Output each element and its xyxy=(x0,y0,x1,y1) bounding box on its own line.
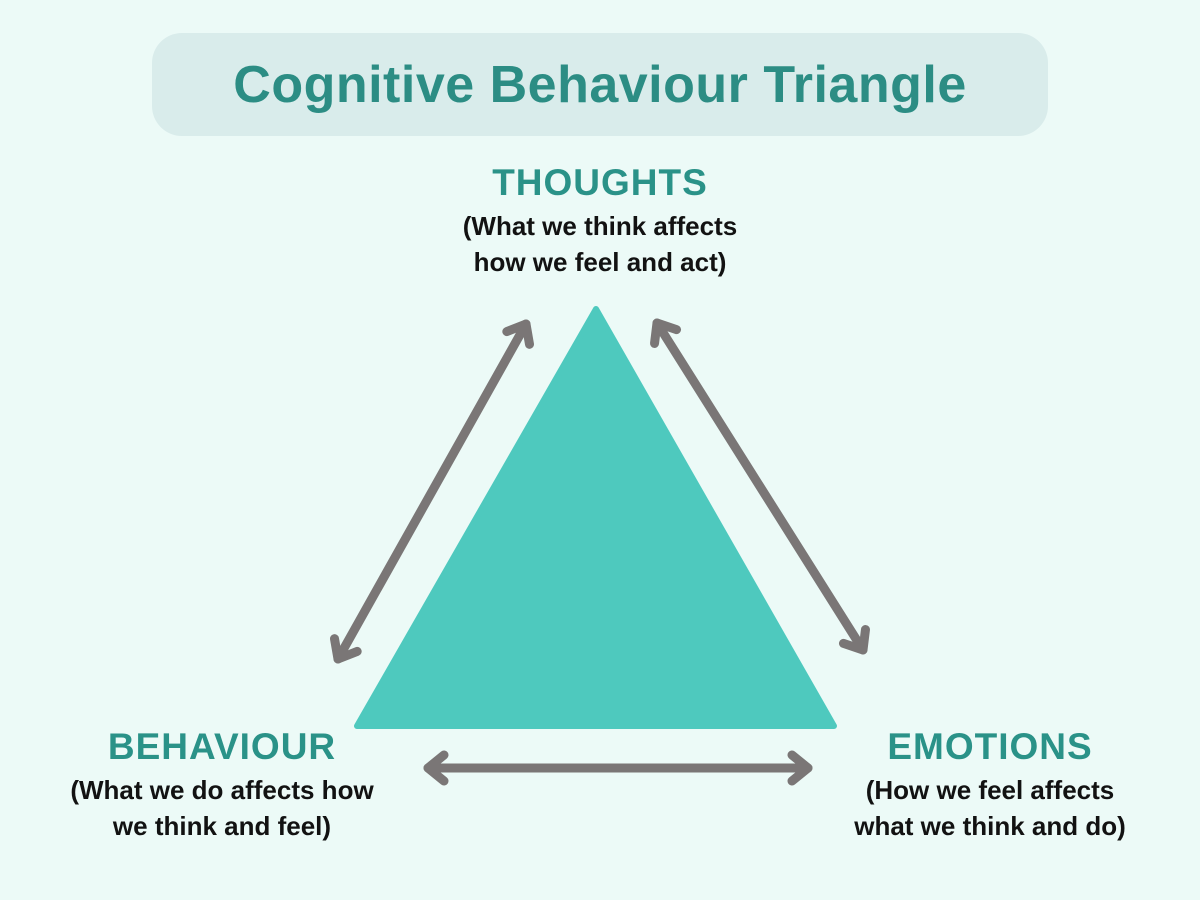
node-thoughts: THOUGHTS (What we think affects how we f… xyxy=(400,163,800,280)
behaviour-description: (What we do affects how we think and fee… xyxy=(22,772,422,844)
thoughts-behaviour-arrow-icon xyxy=(329,319,535,664)
title-banner: Cognitive Behaviour Triangle xyxy=(152,33,1048,136)
emotions-description-line2: what we think and do) xyxy=(854,811,1126,841)
page-title: Cognitive Behaviour Triangle xyxy=(233,55,967,114)
emotions-label: EMOTIONS xyxy=(887,726,1093,767)
thoughts-description: (What we think affects how we feel and a… xyxy=(400,208,800,280)
thoughts-description-line1: (What we think affects xyxy=(462,211,738,241)
triangle-shape xyxy=(354,306,837,729)
behaviour-label: BEHAVIOUR xyxy=(107,726,337,767)
emotions-description: (How we feel affects what we think and d… xyxy=(790,772,1190,844)
behaviour-description-line2: we think and feel) xyxy=(112,811,332,841)
thoughts-description-line2: how we feel and act) xyxy=(473,247,727,277)
emotions-description-line1: (How we feel affects xyxy=(865,775,1115,805)
thoughts-label: THOUGHTS xyxy=(492,162,708,203)
behaviour-description-line1: (What we do affects how xyxy=(70,775,374,805)
node-behaviour: BEHAVIOUR (What we do affects how we thi… xyxy=(22,727,422,844)
thoughts-emotions-arrow-icon xyxy=(650,318,870,655)
node-emotions: EMOTIONS (How we feel affects what we th… xyxy=(790,727,1190,844)
